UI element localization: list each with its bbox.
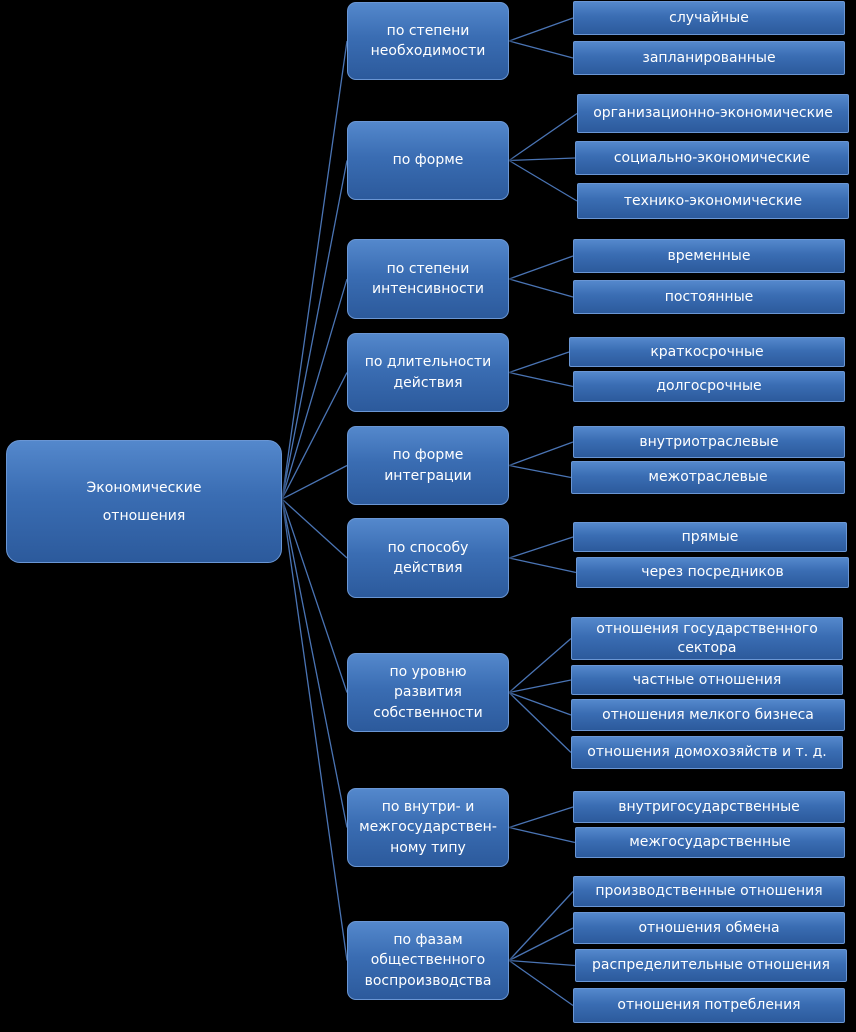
leaf-node-small-business: отношения мелкого бизнеса [571, 699, 845, 731]
category-leaf-connector [508, 691, 572, 716]
category-leaf-connector [508, 278, 574, 298]
category-leaf-connector [508, 371, 574, 388]
category-leaf-connector [508, 927, 574, 962]
category-node-integration: по форме интеграции [347, 426, 509, 505]
leaf-node-production: производственные отношения [573, 876, 845, 907]
category-leaf-connector [508, 441, 574, 467]
leaf-node-intermediaries: через посредников [576, 557, 849, 588]
category-leaf-connector [508, 959, 574, 1007]
category-leaf-connector [508, 351, 570, 374]
category-leaf-connector [508, 679, 572, 694]
category-leaf-connector [508, 959, 576, 967]
category-node-ownership: по уровню развития собственности [347, 653, 509, 732]
category-node-duration: по длительности действия [347, 333, 509, 412]
category-leaf-connector [508, 157, 576, 162]
leaf-node-inter-industry: межотраслевые [571, 461, 845, 494]
root-category-connector [281, 372, 348, 500]
category-leaf-connector [508, 464, 572, 479]
leaf-node-private: частные отношения [571, 665, 843, 695]
leaf-node-interstate: межгосударственные [575, 827, 845, 858]
leaf-node-short-term: краткосрочные [569, 337, 845, 367]
leaf-node-social-economic: социально-экономические [575, 141, 849, 175]
category-leaf-connector [508, 891, 574, 961]
leaf-node-temporary: временные [573, 239, 845, 273]
category-leaf-connector [508, 159, 578, 202]
root-node: Экономические отношения [6, 440, 282, 563]
leaf-node-planned: запланированные [573, 41, 845, 75]
leaf-node-random: случайные [573, 1, 845, 35]
category-leaf-connector [508, 692, 572, 753]
category-leaf-connector [508, 638, 572, 693]
category-node-necessity: по степени необходимости [347, 2, 509, 80]
category-leaf-connector [508, 826, 576, 844]
leaf-node-intra-industry: внутриотраслевые [573, 426, 845, 458]
root-category-connector [281, 278, 348, 500]
leaf-node-tech-economic: технико-экономические [577, 183, 849, 219]
root-category-connector [281, 40, 348, 500]
category-node-state-type: по внутри- и межгосударствен- ному типу [347, 788, 509, 867]
category-leaf-connector [508, 557, 577, 574]
leaf-node-direct: прямые [573, 522, 847, 552]
leaf-node-exchange: отношения обмена [573, 912, 845, 944]
leaf-node-permanent: постоянные [573, 280, 845, 314]
category-node-form: по форме [347, 121, 509, 200]
leaf-node-long-term: долгосрочные [573, 371, 845, 402]
root-category-connector [281, 498, 348, 828]
leaf-node-public-sector: отношения государственного сектора [571, 617, 843, 660]
category-node-action: по способу действия [347, 518, 509, 598]
leaf-node-households: отношения домохозяйств и т. д. [571, 736, 843, 769]
category-node-phases: по фазам общественного воспроизводства [347, 921, 509, 1000]
category-leaf-connector [508, 112, 578, 162]
category-leaf-connector [508, 806, 574, 829]
category-node-intensity: по степени интенсивности [347, 239, 509, 319]
category-leaf-connector [508, 40, 574, 59]
root-category-connector [281, 498, 348, 693]
category-leaf-connector [508, 536, 574, 559]
category-leaf-connector [508, 17, 574, 42]
category-leaf-connector [508, 255, 574, 280]
leaf-node-distribution: распределительные отношения [575, 949, 847, 982]
root-category-connector [281, 498, 348, 559]
leaf-node-org-economic: организационно-экономические [577, 94, 849, 133]
root-category-connector [281, 464, 348, 500]
root-category-connector [281, 160, 348, 500]
leaf-node-domestic: внутригосударственные [573, 791, 845, 823]
root-category-connector [281, 498, 348, 961]
leaf-node-consumption: отношения потребления [573, 988, 845, 1023]
